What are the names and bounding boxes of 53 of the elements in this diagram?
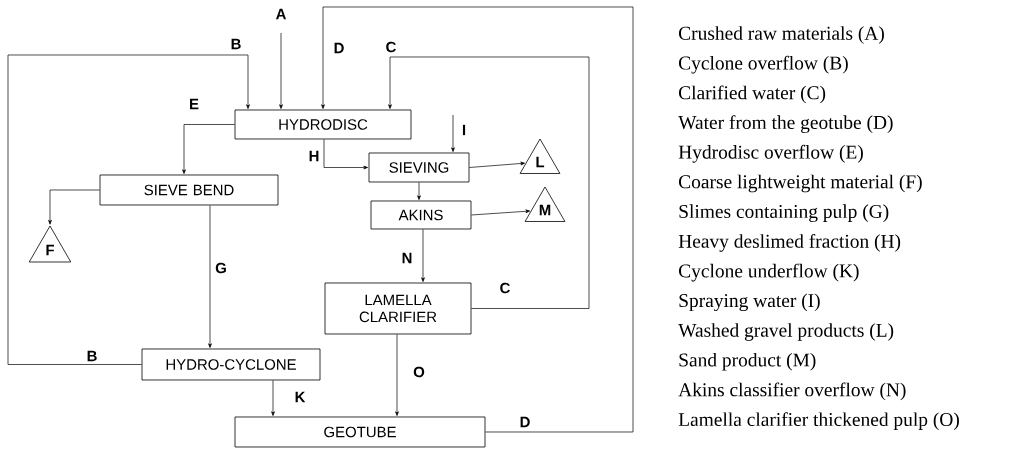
- arrow: [469, 161, 525, 168]
- arrow: [279, 32, 283, 109]
- process-box: AKINS: [370, 200, 472, 230]
- edge-label: N: [402, 252, 412, 264]
- process-box: HYDRODISC: [234, 109, 412, 140]
- arrow: [7, 54, 250, 365]
- edge-label: K: [295, 391, 306, 403]
- legend-entry: Water from the geotube (D): [678, 115, 893, 133]
- edge-label: B: [231, 38, 241, 50]
- flow-letter: D: [520, 416, 530, 428]
- product-triangle: M: [524, 186, 566, 222]
- legend-entry: Cyclone overflow (B): [679, 55, 848, 74]
- arrow: [323, 139, 368, 170]
- legend-entry: Heavy deslimed fraction (H): [678, 233, 901, 252]
- legend-entry: Akins classifier overflow (N): [678, 382, 906, 401]
- legend-entry: Hydrodisc overflow (E): [678, 144, 863, 163]
- arrow: [48, 189, 100, 225]
- edge-label: A: [276, 8, 286, 20]
- edge-label: I: [462, 124, 466, 136]
- arrow: [421, 229, 425, 282]
- edge-label: O: [413, 366, 425, 378]
- arrow: [395, 334, 399, 416]
- legend-entry: Spraying water (I): [679, 293, 820, 312]
- legend-entry: Clarified water (C): [679, 85, 826, 104]
- process-box: SIEVE BEND: [99, 174, 279, 206]
- legend-entry: Lamella clarifier thickened pulp (O): [678, 412, 959, 430]
- arrow: [182, 124, 235, 174]
- legend-entry: Slimes containing pulp (G): [679, 204, 889, 222]
- edge-label: C: [386, 41, 396, 53]
- flow-letter: B: [87, 350, 97, 362]
- legend-entry: Crushed raw materials (A): [679, 26, 884, 44]
- legend-entry: Cyclone underflow (K): [679, 263, 859, 282]
- arrow: [417, 182, 421, 200]
- process-box: LAMELLA CLARIFIER: [324, 282, 472, 335]
- legend-entry: Sand product (M): [679, 352, 816, 371]
- arrow: [471, 209, 531, 216]
- edge-label: E: [190, 98, 199, 110]
- product-triangle: L: [519, 138, 561, 174]
- legend-entry: Washed gravel products (L): [678, 323, 894, 341]
- arrow: [271, 380, 275, 416]
- arrow: [451, 114, 455, 152]
- flow-letter: C: [500, 282, 510, 294]
- arrow: [208, 205, 212, 348]
- arrow: [321, 6, 634, 433]
- arrow: [388, 56, 590, 309]
- edge-label: G: [215, 262, 226, 274]
- product-triangle: F: [28, 225, 72, 263]
- legend-entry: Coarse lightweight material (F): [679, 174, 922, 193]
- process-box: SIEVING: [368, 152, 470, 183]
- process-box: GEOTUBE: [234, 416, 486, 448]
- process-box: HYDRO-CYCLONE: [141, 348, 321, 381]
- edge-label: D: [334, 42, 344, 54]
- edge-label: H: [309, 150, 319, 162]
